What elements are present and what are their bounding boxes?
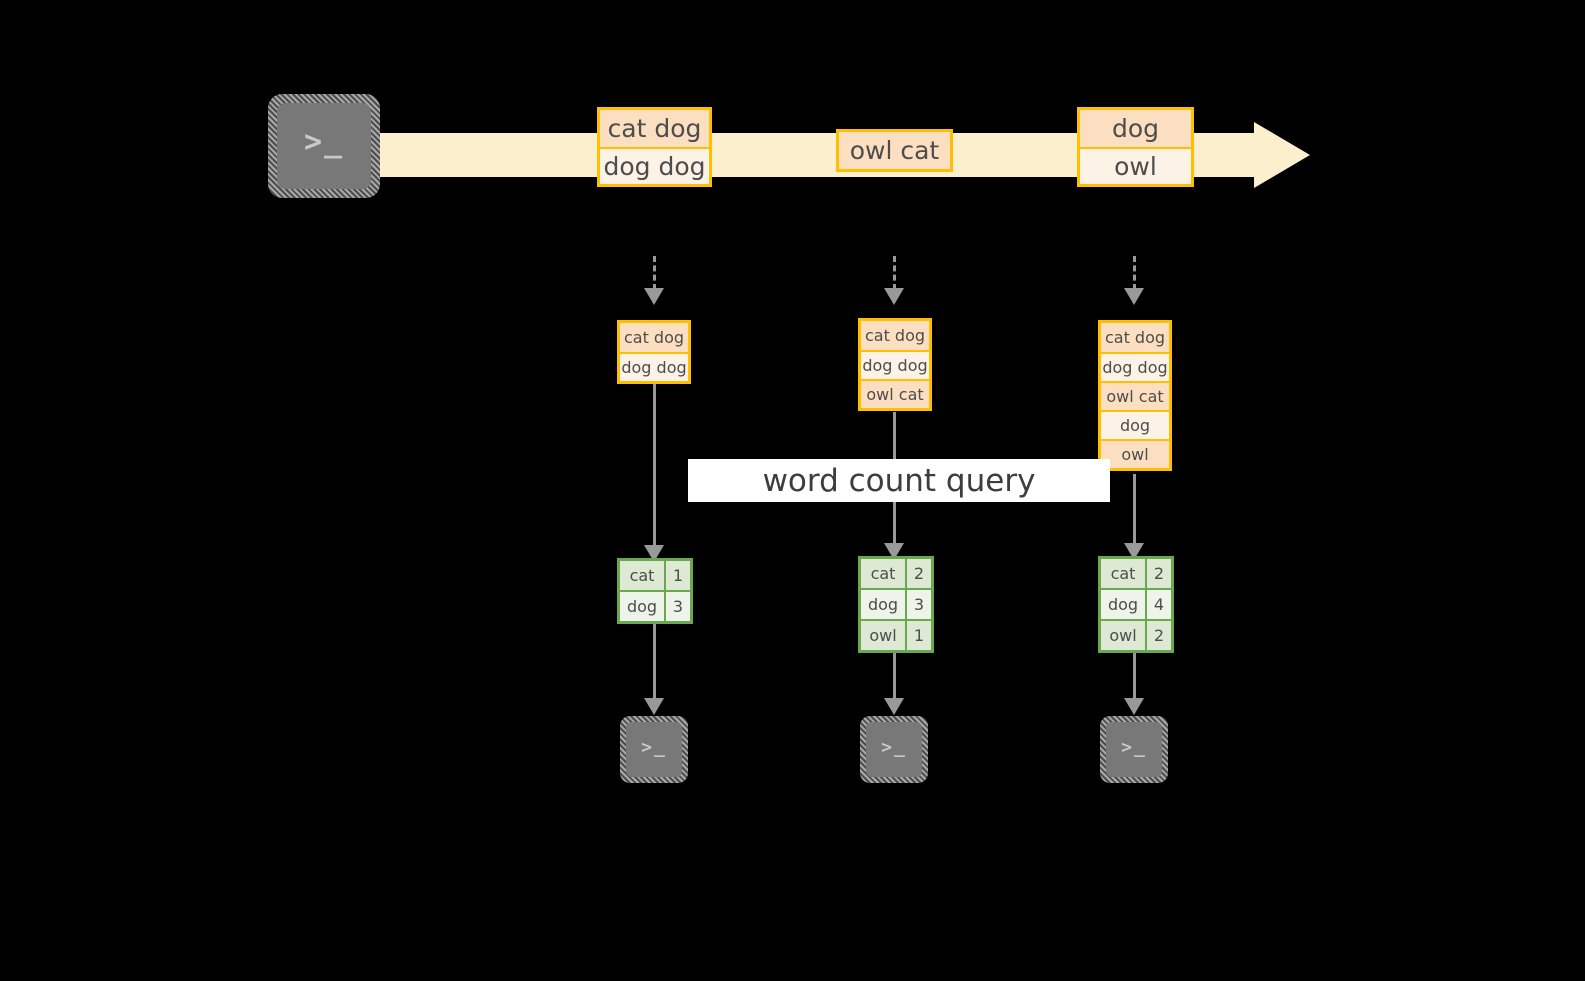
terminal-prompt-glyph: >_: [1121, 736, 1147, 758]
snapshot-1-sink-line: [653, 622, 656, 708]
snapshot-1-trigger-line: [653, 256, 656, 290]
stream-event-line: owl cat: [839, 132, 950, 169]
result-word: dog: [620, 592, 664, 621]
source-terminal-icon: >_: [268, 94, 380, 198]
snapshot-3-state-box: cat dog dog dog owl cat dog owl: [1098, 320, 1172, 471]
snapshot-3-query-arrowhead: [1124, 543, 1144, 560]
terminal-screen: [1106, 722, 1162, 777]
snapshot-2-result-table: cat 2 dog 3 owl 1: [858, 556, 934, 653]
result-count: 1: [664, 561, 690, 590]
stream-event-group-1: cat dog dog dog: [597, 107, 712, 187]
snapshot-2-sink-line: [893, 651, 896, 708]
table-row: cat 2: [861, 559, 931, 588]
snapshot-2-sink-arrowhead: [884, 698, 904, 715]
table-row: owl 1: [861, 619, 931, 650]
stream-event-line: cat dog: [600, 110, 709, 147]
table-row: dog 3: [620, 590, 690, 621]
snapshot-1-sink-terminal-icon: >_: [620, 716, 688, 783]
snapshot-3-query-line: [1133, 474, 1136, 554]
snapshot-2-query-arrowhead: [884, 543, 904, 560]
state-line: cat dog: [620, 323, 688, 352]
result-word: dog: [1101, 590, 1145, 619]
terminal-prompt-glyph: >_: [881, 736, 907, 758]
result-word: dog: [861, 590, 905, 619]
result-count: 2: [1145, 559, 1171, 588]
stream-event-line: dog: [1080, 110, 1191, 147]
result-word: owl: [861, 621, 905, 650]
snapshot-1-query-line: [653, 384, 656, 556]
snapshot-2-trigger-line: [893, 256, 896, 290]
state-line: owl: [1101, 439, 1169, 468]
state-line: owl cat: [861, 379, 929, 408]
snapshot-3-trigger-line: [1133, 256, 1136, 290]
state-line: dog: [1101, 410, 1169, 439]
result-word: cat: [620, 561, 664, 590]
snapshot-1-trigger-arrowhead: [644, 288, 664, 305]
state-line: dog dog: [861, 350, 929, 379]
result-count: 2: [905, 559, 931, 588]
state-line: dog dog: [1101, 352, 1169, 381]
snapshot-3-result-table: cat 2 dog 4 owl 2: [1098, 556, 1174, 653]
result-count: 3: [664, 592, 690, 621]
terminal-screen: [277, 103, 371, 189]
stream-event-line: owl: [1080, 147, 1191, 184]
stream-event-group-3: dog owl: [1077, 107, 1194, 187]
snapshot-2-state-box: cat dog dog dog owl cat: [858, 318, 932, 411]
terminal-prompt-glyph: >_: [303, 124, 345, 160]
table-row: cat 2: [1101, 559, 1171, 588]
snapshot-2-trigger-arrowhead: [884, 288, 904, 305]
state-line: owl cat: [1101, 381, 1169, 410]
snapshot-1-state-box: cat dog dog dog: [617, 320, 691, 384]
snapshot-1-result-table: cat 1 dog 3: [617, 558, 693, 624]
state-line: cat dog: [861, 321, 929, 350]
snapshot-1-sink-arrowhead: [644, 698, 664, 715]
terminal-screen: [626, 722, 682, 777]
state-line: dog dog: [620, 352, 688, 381]
table-row: cat 1: [620, 561, 690, 590]
snapshot-3-sink-terminal-icon: >_: [1100, 716, 1168, 783]
result-count: 3: [905, 590, 931, 619]
table-row: owl 2: [1101, 619, 1171, 650]
query-label: word count query: [688, 459, 1110, 502]
snapshot-3-sink-arrowhead: [1124, 698, 1144, 715]
result-count: 4: [1145, 590, 1171, 619]
result-count: 1: [905, 621, 931, 650]
stream-arrowhead: [1254, 122, 1310, 188]
result-word: cat: [1101, 559, 1145, 588]
snapshot-3-sink-line: [1133, 651, 1136, 708]
state-line: cat dog: [1101, 323, 1169, 352]
table-row: dog 4: [1101, 588, 1171, 619]
table-row: dog 3: [861, 588, 931, 619]
terminal-screen: [866, 722, 922, 777]
snapshot-3-trigger-arrowhead: [1124, 288, 1144, 305]
stream-event-group-2: owl cat: [836, 129, 953, 172]
terminal-prompt-glyph: >_: [641, 736, 667, 758]
snapshot-2-sink-terminal-icon: >_: [860, 716, 928, 783]
result-word: cat: [861, 559, 905, 588]
result-count: 2: [1145, 621, 1171, 650]
result-word: owl: [1101, 621, 1145, 650]
stream-event-line: dog dog: [600, 147, 709, 184]
snapshot-1-query-arrowhead: [644, 545, 664, 562]
